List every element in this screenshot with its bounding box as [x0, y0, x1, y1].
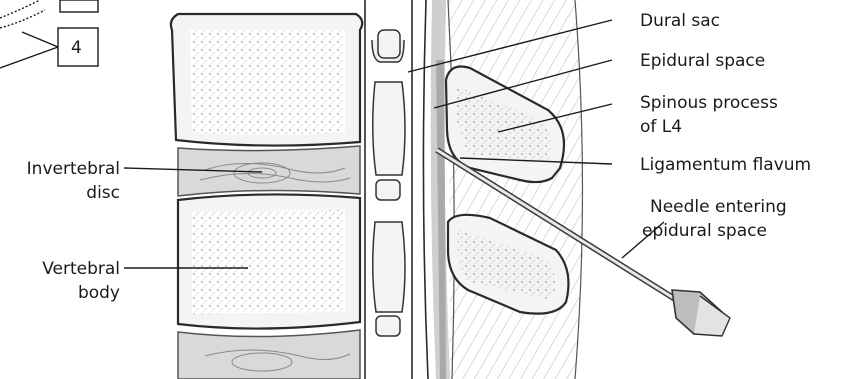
label-disc-line2: disc [86, 183, 120, 203]
dural-sac [423, 0, 450, 379]
label-body-line2: body [78, 283, 120, 303]
spinal-canal [365, 0, 412, 379]
label-spinous-process-line1: Spinous process [640, 93, 778, 113]
label-needle: Needle entering epidural space [622, 197, 787, 258]
label-disc-line1: Invertebral [27, 159, 120, 179]
label-needle-line2: epidural space [642, 221, 767, 241]
label-body-line1: Vertebral [42, 259, 120, 279]
vertebral-column [171, 14, 362, 379]
corner-callout: 4 [0, 0, 98, 68]
label-ligamentum-flavum-text: Ligamentum flavum [640, 155, 811, 175]
callout-number: 4 [71, 38, 82, 58]
label-needle-line1: Needle entering [650, 197, 787, 217]
label-epidural-space-text: Epidural space [640, 51, 765, 71]
label-spinous-process-line2: of L4 [640, 117, 682, 137]
label-dural-sac-text: Dural sac [640, 11, 720, 31]
